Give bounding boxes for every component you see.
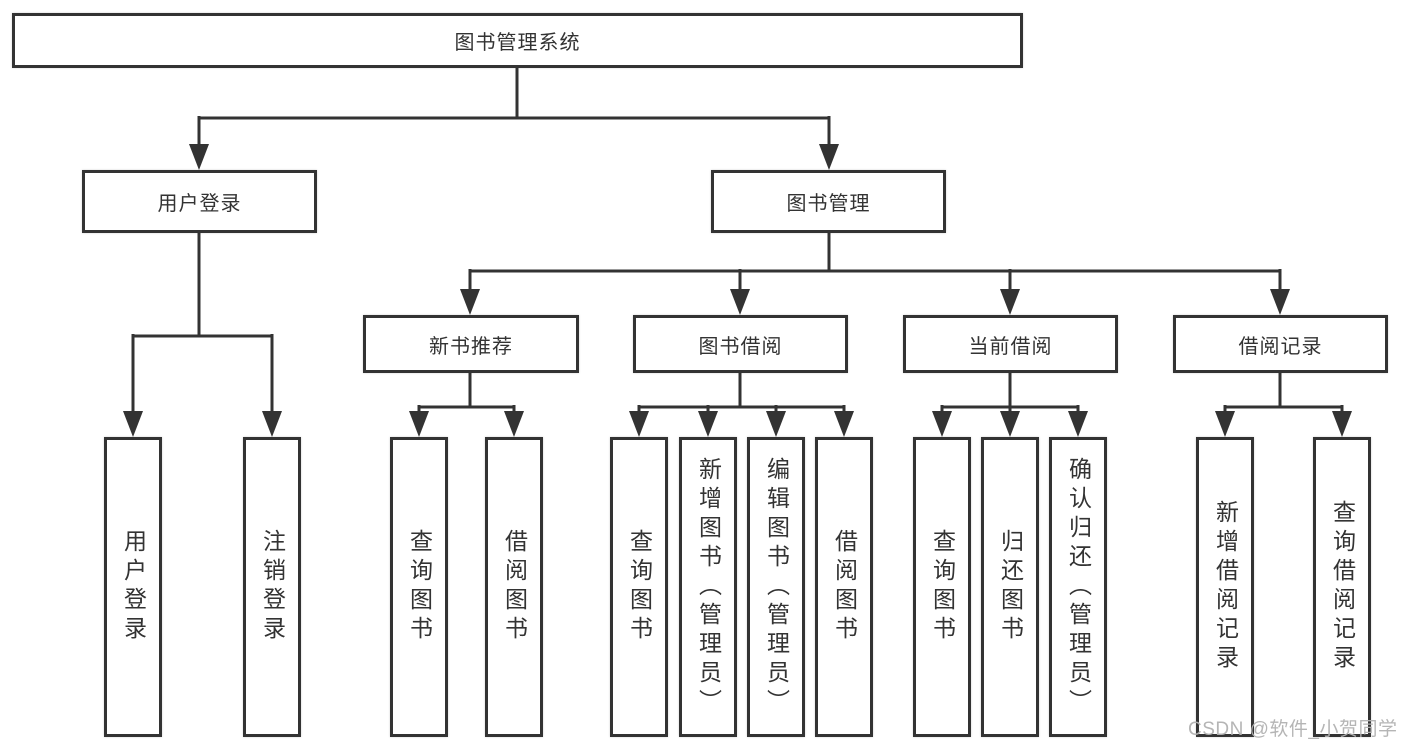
- leaf-query-books-current-label: 查询图书: [929, 529, 956, 645]
- node-root-label: 图书管理系统: [454, 32, 581, 54]
- leaf-add-borrow-record: 新增借阅记录: [1196, 437, 1254, 737]
- leaf-query-borrow-record-label: 查询借阅记录: [1329, 500, 1356, 674]
- leaf-borrow-books-borrowing-label: 借阅图书: [831, 529, 858, 645]
- leaf-edit-book-admin-label: 编辑图书（管理员）: [763, 456, 790, 718]
- leaf-query-books-current: 查询图书: [913, 437, 971, 737]
- connector-new-book-recommend-to-leaves: [409, 373, 524, 437]
- node-book-borrowing-label: 图书借阅: [698, 335, 783, 358]
- leaf-add-book-admin-label: 新增图书（管理员）: [695, 456, 722, 718]
- leaf-borrow-books-recommend: 借阅图书: [485, 437, 543, 737]
- node-root: 图书管理系统: [12, 13, 1023, 68]
- leaf-confirm-return-admin: 确认归还（管理员）: [1049, 437, 1107, 737]
- node-user-login-branch: 用户登录: [82, 170, 317, 233]
- leaf-query-books-recommend-label: 查询图书: [406, 529, 433, 645]
- connector-borrowing-records-to-leaves: [1215, 373, 1352, 437]
- leaf-add-borrow-record-label: 新增借阅记录: [1212, 500, 1239, 674]
- node-borrowing-records-label: 借阅记录: [1238, 335, 1323, 358]
- watermark: CSDN @软件_小贺同学: [1188, 719, 1398, 740]
- node-user-login-branch-label: 用户登录: [157, 193, 242, 215]
- node-current-borrowing: 当前借阅: [903, 315, 1118, 373]
- leaf-query-books-borrowing-label: 查询图书: [626, 529, 653, 645]
- leaf-query-books-recommend: 查询图书: [390, 437, 448, 737]
- leaf-confirm-return-admin-label: 确认归还（管理员）: [1065, 456, 1092, 718]
- leaf-return-books-label: 归还图书: [997, 529, 1024, 645]
- leaf-user-login: 用户登录: [104, 437, 162, 737]
- connector-current-borrowing-to-leaves: [932, 373, 1088, 437]
- node-book-management-label: 图书管理: [786, 193, 871, 215]
- leaf-edit-book-admin: 编辑图书（管理员）: [747, 437, 805, 737]
- node-book-borrowing: 图书借阅: [633, 315, 848, 373]
- leaf-query-borrow-record: 查询借阅记录: [1313, 437, 1371, 737]
- connector-user-login-to-leaves: [123, 233, 282, 437]
- leaf-borrow-books-recommend-label: 借阅图书: [501, 529, 528, 645]
- leaf-user-login-label: 用户登录: [120, 529, 147, 645]
- leaf-logout-label: 注销登录: [259, 529, 286, 645]
- leaf-add-book-admin: 新增图书（管理员）: [679, 437, 737, 737]
- node-current-borrowing-label: 当前借阅: [968, 335, 1053, 358]
- node-new-book-recommend-label: 新书推荐: [429, 335, 513, 358]
- leaf-logout: 注销登录: [243, 437, 301, 737]
- leaf-query-books-borrowing: 查询图书: [610, 437, 668, 737]
- node-book-management: 图书管理: [711, 170, 946, 233]
- connector-root-to-branches: [189, 68, 839, 170]
- leaf-return-books: 归还图书: [981, 437, 1039, 737]
- connector-book-management-to-sections: [460, 233, 1290, 315]
- node-borrowing-records: 借阅记录: [1173, 315, 1388, 373]
- connector-book-borrowing-to-leaves: [629, 373, 854, 437]
- leaf-borrow-books-borrowing: 借阅图书: [815, 437, 873, 737]
- node-new-book-recommend: 新书推荐: [363, 315, 579, 373]
